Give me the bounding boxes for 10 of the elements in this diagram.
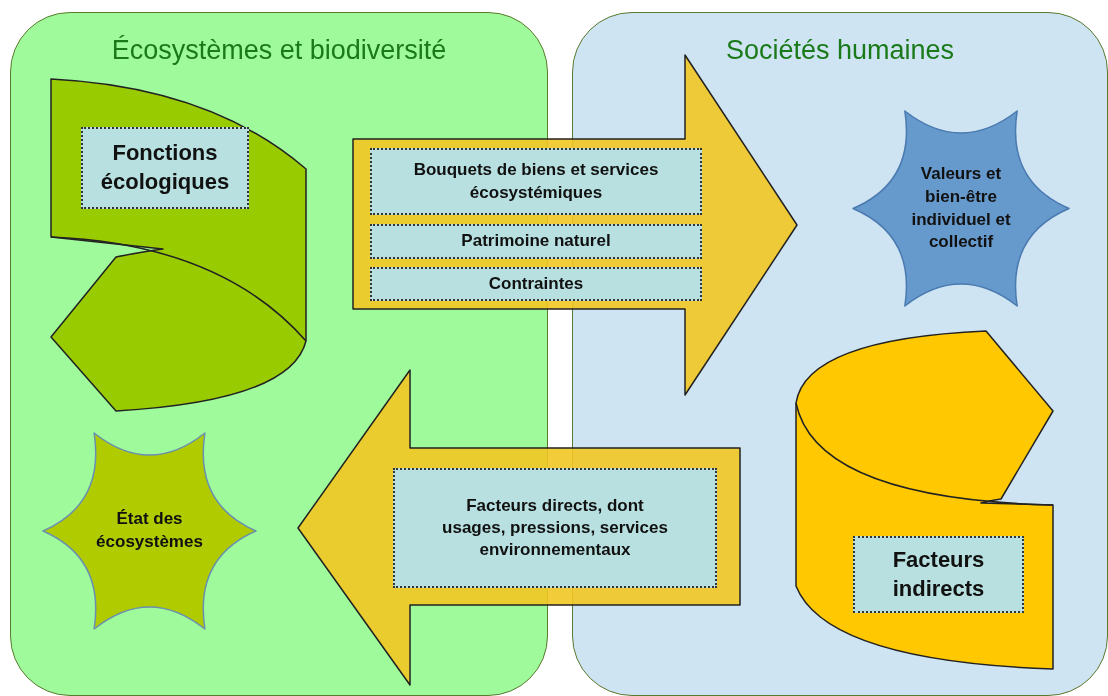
text-box: Fonctions écologiques <box>81 127 249 209</box>
panel-title: Écosystèmes et biodiversité <box>110 35 448 66</box>
text-box: Contraintes <box>370 267 702 301</box>
node-label: Valeurs et bien-être individuel et collectif <box>910 162 1012 254</box>
node-label: État des écosystèmes <box>95 508 204 553</box>
text-box: Facteurs indirects <box>853 536 1024 613</box>
panel-title: Sociétés humaines <box>724 35 956 66</box>
text-box: Facteurs directs, dont usages, pressions, services environnementaux <box>393 468 717 588</box>
text-box: Bouquets de biens et services écosystémiques <box>370 148 702 215</box>
text-box: Patrimoine naturel <box>370 224 702 259</box>
